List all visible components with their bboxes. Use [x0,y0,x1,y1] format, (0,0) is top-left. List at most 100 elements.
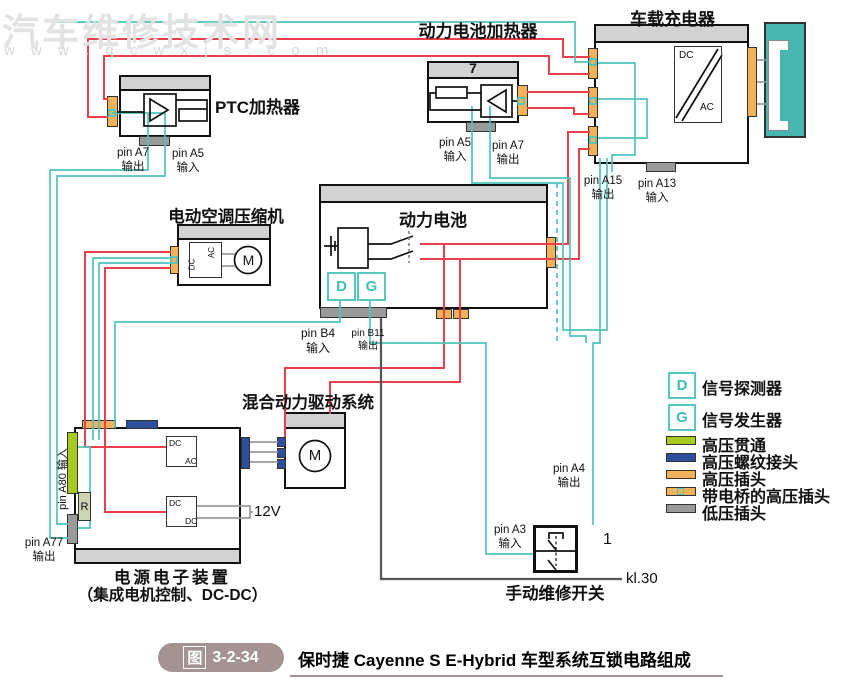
switch-position-label: 1 [603,531,612,548]
legend-generator-label: 信号发生器 [702,413,783,430]
figure-caption: 保时捷 Cayenne S E-Hybrid 车型系统互锁电路组成 [298,651,691,670]
switch-pin-a4-line2: 输出 [557,477,581,490]
battery-header [321,186,546,203]
hybrid-screw-plug-3 [277,459,286,469]
compressor-ac-label: AC [207,246,217,259]
ptc-pin-a5-line1: pin A5 [172,148,204,160]
charger-pin-a13: pin A13 输入 [627,177,687,206]
switch-pin-a3-line1: pin A3 [494,524,526,536]
ptc-heater-header [121,77,209,91]
pe-title-line2: （集成电机控制、DC-DC） [77,587,268,604]
battery-d-label: D [336,278,347,295]
battery-signal-detector: D [327,272,356,301]
legend-lv-plug-label: 低压插头 [702,506,767,523]
pe-pin-a80: pin A80 输入 [57,448,69,510]
legend-hv-screw-label: 高压螺纹接头 [702,455,799,472]
compressor-dc-label: DC [187,258,197,271]
ptc-heater-box [119,75,211,137]
power-electronics-footer [76,548,239,562]
battery-pin-b11-line1: pin B11 [351,328,385,339]
pe-dcdc-top-label: DC [169,498,182,508]
legend-hv-screw-bar [666,453,696,462]
heater-pin-a5-line2: 输入 [443,151,467,164]
charger-title: 车载充电器 [630,10,715,29]
legend-hv-bridge-plug-bar [666,487,696,496]
hybrid-drive-header [286,414,344,429]
battery-title: 动力电池 [399,211,467,230]
power-electronics-box [74,427,241,564]
ptc-lv-plug [139,136,170,146]
charger-pin-a13-line2: 输入 [645,192,669,205]
battery-pin-b4-line2: 输入 [305,341,330,355]
charging-socket-slot [768,40,790,131]
pe-dcdc-bottom-label: DC [185,516,198,526]
compressor-header [179,226,269,240]
ptc-pin-a7: pin A7 输出 [103,146,163,175]
charger-lv-plug [646,162,676,172]
battery-heater-number: 7 [469,60,477,76]
figure-icon: 图 [183,646,207,669]
legend-detector-label: 信号探测器 [702,381,783,398]
charger-dc-label: DC [679,50,694,61]
pe-12v-label: 12V [254,503,281,520]
charger-pin-a15-line1: pin A15 [583,175,623,187]
figure-number-badge: 图 3-2-34 [158,643,284,672]
legend-hv-plug-label: 高压插头 [702,472,767,489]
heater-pin-a7-line2: 输出 [496,154,520,167]
hybrid-screw-plug-2 [277,448,286,458]
heater-pin-a5: pin A5 输入 [425,136,485,165]
legend-g: G [676,409,688,426]
charger-hv-plug-3 [588,126,598,156]
pe-pin-a77: pin A77 输出 [14,536,74,565]
heater-lv-plug [466,122,496,132]
legend-lv-plug-bar [666,504,696,513]
figure-number: 3-2-34 [212,648,259,666]
battery-pin-b11-line2: 输出 [358,340,378,352]
charger-pin-a13-line1: pin A13 [637,178,677,190]
switch-pin-a4-line1: pin A4 [553,463,585,475]
switch-pin-a3: pin A3 输入 [480,523,540,552]
heater-pin-a5-line1: pin A5 [439,137,471,149]
battery-hv-plug-bottom-1 [436,309,452,319]
charging-socket [764,22,806,138]
charger-pin-a15: pin A15 输出 [573,174,633,203]
battery-pin-b4-line1: pin B4 [300,326,336,340]
battery-hv-plug-right [546,237,556,268]
charger-hv-plug-1 [588,48,598,79]
ptc-heater-title: PTC加热器 [215,98,300,117]
ptc-pin-a7-line2: 输出 [121,161,145,174]
battery-hv-plug-bottom-2 [453,309,469,319]
watermark-url: w w w . q c w x j s . c o m [4,42,335,59]
pe-pin-a77-line1: pin A77 [24,537,64,549]
ptc-pin-a7-line1: pin A7 [117,147,149,159]
battery-signal-generator: G [357,272,386,301]
battery-lv-plug [320,307,387,318]
hybrid-motor-label: M [308,447,322,464]
legend-generator-symbol: G [668,404,696,431]
legend-hv-through-label: 高压贯通 [702,438,767,455]
charger-pin-a15-line2: 输出 [591,189,615,202]
compressor-title: 电动空调压缩机 [168,208,284,226]
legend-hv-bridge-plug-label: 带电桥的高压插头 [702,489,831,506]
ptc-pin-a5-line2: 输入 [176,162,200,175]
legend-d: D [676,377,688,394]
service-switch-title: 手动维修开关 [505,585,605,603]
compressor-motor-label: M [242,252,255,268]
charger-header [596,26,747,43]
pe-top-screw-plug [126,420,158,429]
charger-hv-plug-2 [588,87,598,118]
switch-pin-a3-line2: 输入 [498,538,522,551]
hybrid-drive-title: 混合动力驱动系统 [242,394,374,412]
pe-title-line1: 电源电子装置 [114,569,231,587]
pe-pin-a77-line2: 输出 [32,551,56,564]
pe-right-screw-plug [241,437,250,469]
pe-dcac-ac-label: AC [185,456,197,466]
charger-socket-plug [747,47,757,117]
switch-pin-a4: pin A4 输出 [539,462,599,491]
pe-relay-box: R [78,492,91,521]
pe-relay-label: R [80,500,89,513]
caption-underline [290,675,723,677]
legend-hv-plug-bar [666,470,696,479]
